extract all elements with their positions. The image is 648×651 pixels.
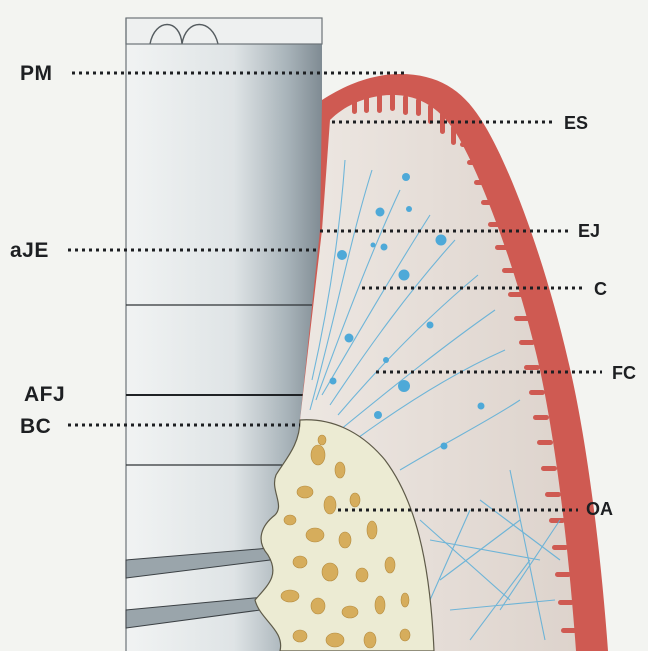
label-oa: OA — [586, 500, 613, 518]
label-es: ES — [564, 114, 588, 132]
label-bc: BC — [20, 416, 51, 437]
label-ej: EJ — [578, 222, 600, 240]
label-pm: PM — [20, 63, 53, 84]
label-aje: aJE — [10, 240, 49, 261]
label-c: C — [594, 280, 607, 298]
label-fc: FC — [612, 364, 636, 382]
label-afj: AFJ — [24, 384, 65, 405]
